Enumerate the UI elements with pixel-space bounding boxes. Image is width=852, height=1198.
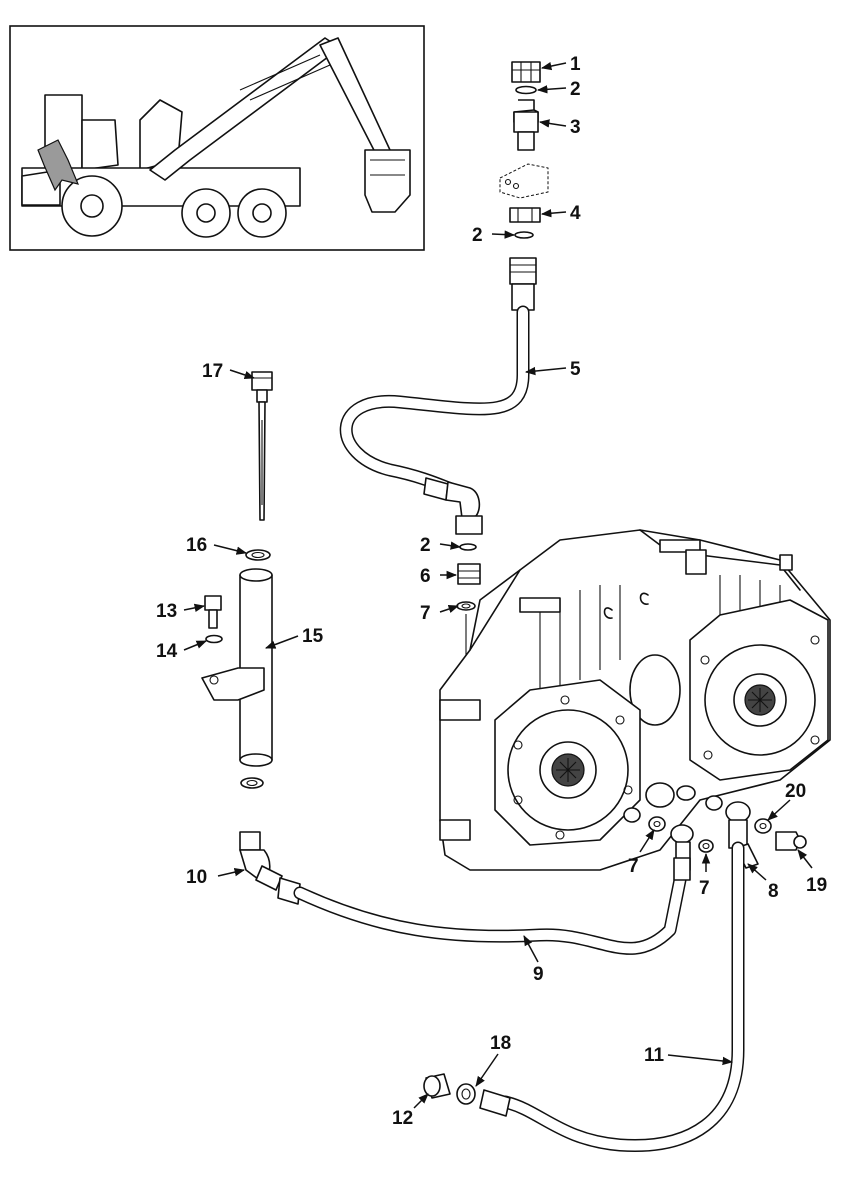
callout-7c: 7 (699, 878, 710, 899)
top-fitting-stack (499, 61, 549, 311)
wheel-front (61, 175, 123, 237)
mid-fitting-stack (456, 543, 481, 660)
wheel-rear-1 (181, 188, 231, 238)
leader-lines (183, 61, 813, 1109)
gearbox (439, 529, 831, 871)
hose-5 (339, 305, 530, 535)
hose-11 (423, 841, 745, 1153)
callout-6: 6 (420, 566, 431, 587)
callout-20: 20 (785, 781, 806, 802)
callout-labels: 1 2 3 4 2 5 17 2 6 7 16 13 15 14 20 7 7 … (156, 54, 827, 1129)
callout-1: 1 (570, 54, 581, 75)
callout-11: 11 (644, 1045, 665, 1066)
callout-19: 19 (806, 875, 827, 896)
callout-16: 16 (186, 535, 207, 556)
callout-3: 3 (570, 117, 581, 138)
arrow-icon (37, 139, 80, 192)
callout-17: 17 (202, 361, 223, 382)
callout-2b: 2 (472, 225, 483, 246)
callout-2c: 2 (420, 535, 431, 556)
callout-18: 18 (490, 1033, 511, 1054)
machine-overview-inset (9, 25, 425, 251)
callout-8: 8 (768, 881, 779, 902)
dipstick-assembly (201, 371, 283, 891)
callout-4: 4 (570, 203, 581, 224)
callout-9: 9 (533, 964, 544, 985)
callout-15: 15 (302, 626, 324, 647)
hose-9 (277, 857, 691, 955)
callout-13: 13 (156, 601, 177, 622)
callout-7a: 7 (420, 603, 431, 624)
callout-5: 5 (570, 359, 581, 380)
callout-2a: 2 (570, 79, 581, 100)
gearbox-fittings (623, 801, 807, 871)
callout-12: 12 (392, 1108, 413, 1129)
callout-10: 10 (186, 867, 207, 888)
wheel-rear-2 (237, 188, 287, 238)
callout-14: 14 (156, 641, 178, 662)
callout-7b: 7 (628, 856, 639, 877)
